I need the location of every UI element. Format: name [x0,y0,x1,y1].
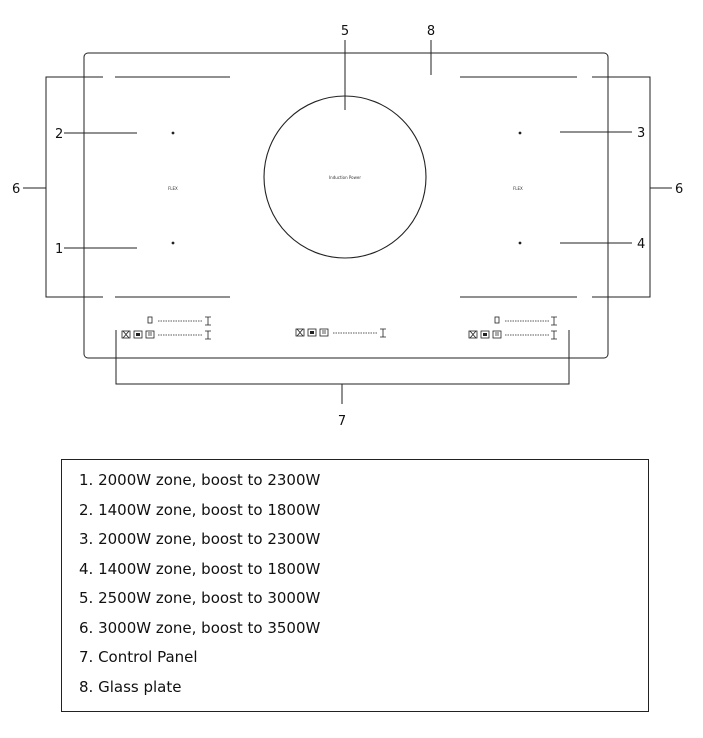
callout-6-left: 6 [12,182,20,197]
callout-6-right: 6 [675,182,683,197]
callout-8: 8 [427,24,435,39]
slider-end-icon [380,328,386,338]
timer-icon [494,316,500,324]
callout-3: 3 [637,126,645,141]
center-zone-label: Induction Power [329,175,361,180]
lock-icon [133,330,143,339]
legend-item-8: 8. Glass plate [79,677,182,696]
left-zone-2-dot [171,131,175,135]
hob-diagram: FLEX FLEX Induction Power 5 8 2 1 3 4 6 … [12,24,683,429]
lock-icon [480,330,490,339]
callout-2: 2 [55,127,63,142]
flex-left-label: FLEX [168,186,178,191]
slider-end-icon [205,330,211,340]
legend-item-3: 3. 2000W zone, boost to 2300W [79,530,321,548]
lock-icon [307,328,317,337]
timer-icon [147,316,153,324]
callout-6-left-bracket [45,76,103,298]
slider-end-icon [551,330,557,340]
legend-item-4: 4. 1400W zone, boost to 1800W [79,559,321,578]
boost-icon [121,330,131,339]
glass-plate [83,52,609,359]
pause-icon [145,330,155,339]
callout-4: 4 [637,237,645,252]
callout-7: 7 [338,414,346,429]
pause-icon [319,328,329,337]
pause-icon [492,330,502,339]
control-panel-right [468,316,557,340]
callout-6-right-bracket [592,76,651,298]
slider-end-icon [205,316,211,326]
slider-end-icon [551,316,557,326]
callout-1: 1 [55,242,63,257]
left-zone-1-dot [171,241,175,245]
right-zone-4-dot [518,241,522,245]
control-panel-center [295,328,386,338]
legend-list: 1. 2000W zone, boost to 2300W 2. 1400W z… [79,469,320,705]
right-zone-3-dot [518,131,522,135]
legend-item-6: 6. 3000W zone, boost to 3500W [79,618,321,637]
flex-right-label: FLEX [513,186,523,191]
legend-item-7: 7. Control Panel [79,648,198,666]
boost-icon [468,330,478,339]
control-panel-left [121,316,211,340]
callout-5: 5 [341,24,349,39]
legend-item-5: 5. 2500W zone, boost to 3000W [79,589,321,607]
legend-item-2: 2. 1400W zone, boost to 1800W [79,500,321,519]
legend-item-1: 1. 2000W zone, boost to 2300W [79,471,321,489]
boost-icon [295,328,305,337]
legend-box: 1. 2000W zone, boost to 2300W 2. 1400W z… [61,459,649,712]
